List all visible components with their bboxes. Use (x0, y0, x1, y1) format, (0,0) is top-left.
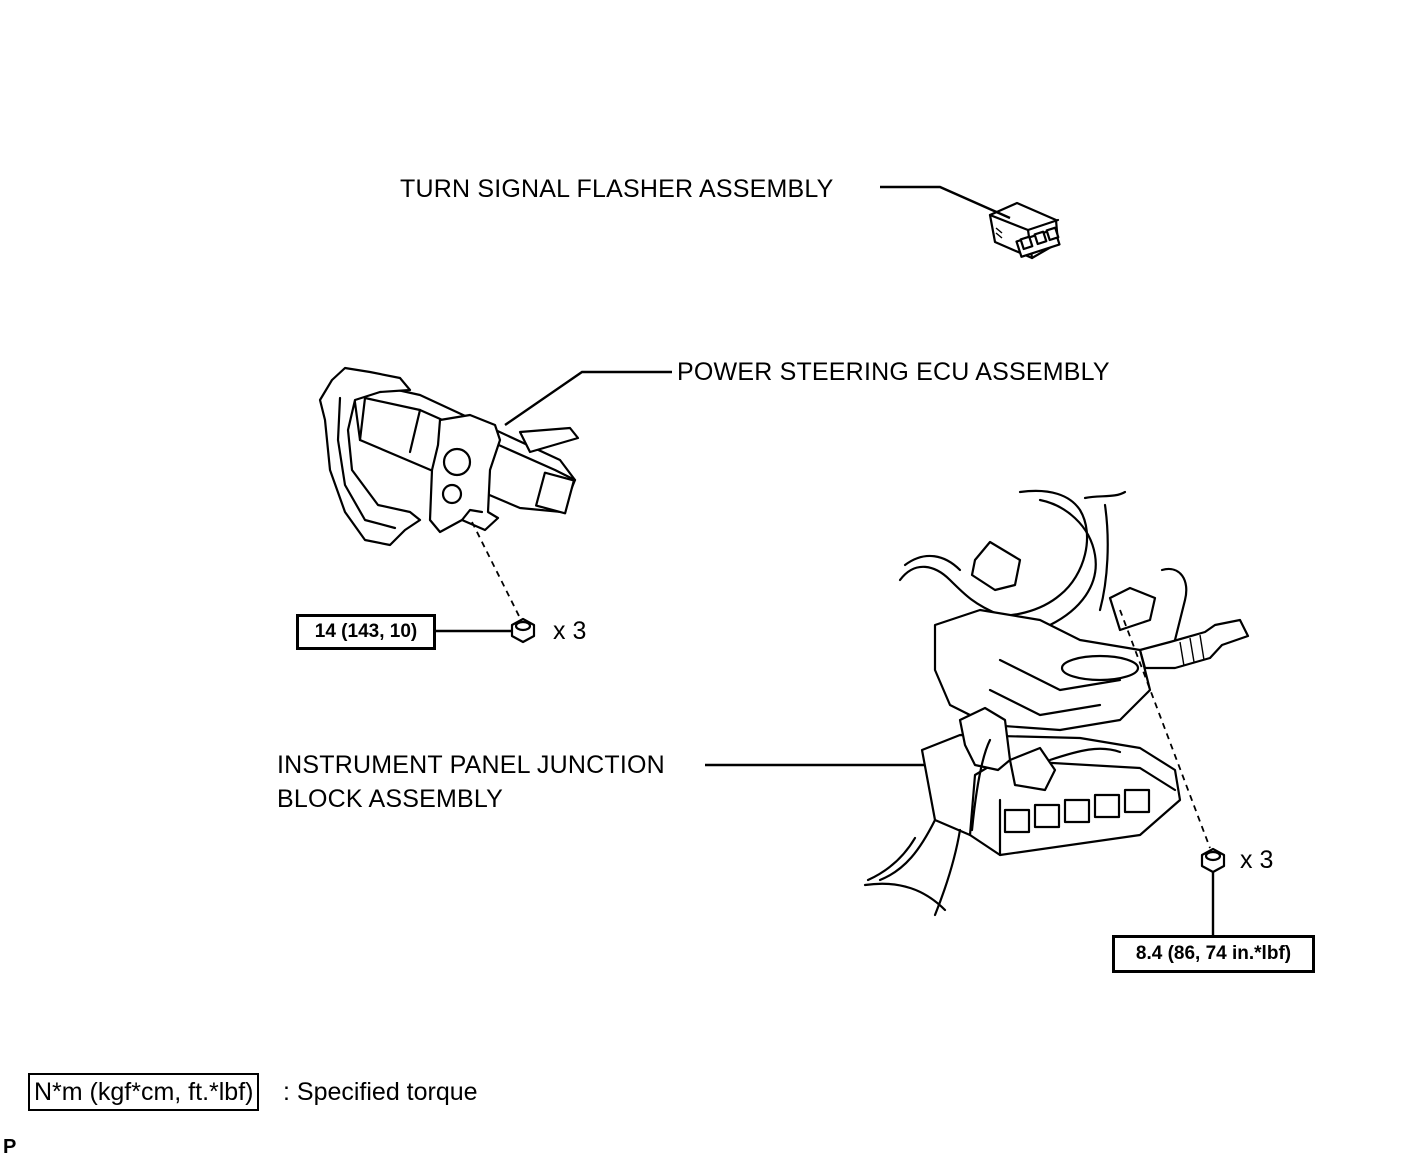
turn-signal-flasher-label: TURN SIGNAL FLASHER ASSEMBLY (400, 175, 834, 203)
instrument-panel-junction-block (863, 489, 1250, 917)
ecu-nut-quantity: x 3 (553, 617, 587, 645)
junction-torque-callout: 8.4 (86, 74 in.*lbf) (1112, 935, 1315, 973)
junction-block-label-line1: INSTRUMENT PANEL JUNCTION (277, 751, 665, 779)
torque-unit-legend-box: N*m (kgf*cm, ft.*lbf) (28, 1073, 260, 1111)
ecu-nut (510, 617, 536, 644)
illustration-code: P (3, 1136, 17, 1158)
junction-block-label-line2: BLOCK ASSEMBLY (277, 785, 504, 813)
power-steering-ecu (318, 366, 580, 547)
power-steering-ecu-label: POWER STEERING ECU ASSEMBLY (677, 358, 1110, 386)
junction-nut (1200, 847, 1226, 874)
ecu-leader-line (504, 370, 672, 426)
junction-nut-quantity: x 3 (1240, 846, 1274, 874)
ecu-bolt-axis (471, 521, 521, 619)
torque-legend-text: : Specified torque (283, 1078, 478, 1106)
junction-bolt-axis (1119, 609, 1211, 849)
turn-signal-leader-line (880, 185, 1011, 220)
ecu-torque-callout: 14 (143, 10) (296, 614, 436, 650)
turn-signal-flasher-relay (988, 201, 1061, 260)
